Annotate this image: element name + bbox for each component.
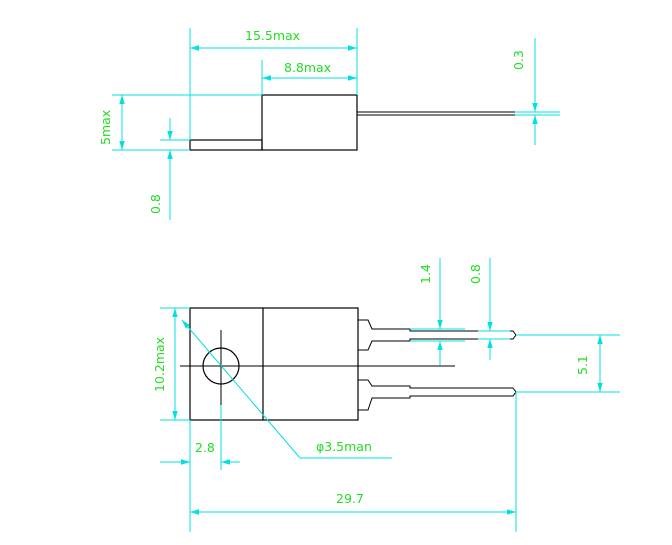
front-body: [189, 307, 359, 421]
dim-front-overall-length-label: 29.7: [336, 491, 364, 506]
dim-body-length-label: 8.8max: [284, 60, 331, 75]
dim-hole-offset-label: 2.8: [195, 440, 215, 455]
lower-lead: [358, 379, 517, 411]
dim-lead-width-label: 1.4: [418, 264, 433, 284]
upper-lead: [358, 319, 517, 351]
dim-hole-diameter-label: φ3.5man: [316, 439, 372, 454]
hole-diameter-leader: [181, 319, 301, 459]
dim-lead-thickness-label: 0.3: [511, 50, 526, 70]
dim-overall-length-label: 15.5max: [245, 28, 300, 43]
dim-lead-pitch-label: 5.1: [575, 355, 590, 375]
side-tab: [189, 139, 263, 151]
front-view: 10.2max 2.8 φ3.5man 1.4 0.8 5.1 29.7: [152, 258, 620, 532]
dim-body-height-label: 10.2max: [152, 337, 167, 392]
side-body: [261, 94, 358, 151]
dim-lead-tip-width-label: 0.8: [468, 264, 483, 284]
side-view: 15.5max 8.8max 5max 0.8 0.3: [98, 28, 560, 220]
dim-tab-thickness-label: 0.8: [148, 194, 163, 214]
dim-height-label: 5max: [98, 110, 113, 145]
